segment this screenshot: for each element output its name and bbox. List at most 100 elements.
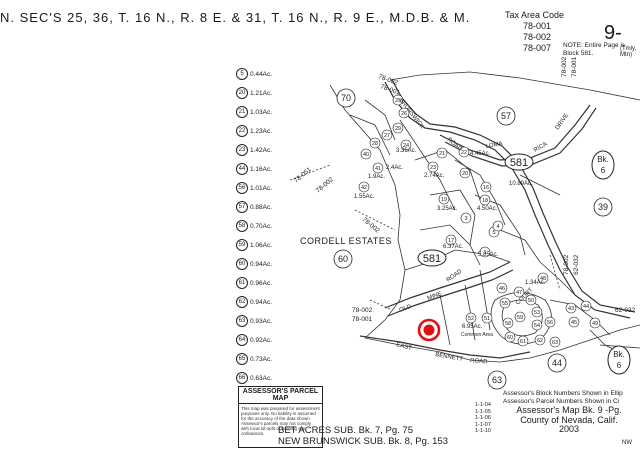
sheet-subtitle: (Tmly. Mtn) — [620, 46, 637, 58]
block-circle-44 — [547, 353, 567, 373]
map-text-label: 26 — [401, 111, 407, 117]
map-text-label: 49 — [592, 321, 598, 327]
map-text-label: 55 — [502, 301, 508, 307]
map-text-label: 78-051 — [293, 166, 313, 185]
map-text-label: 24 — [403, 143, 409, 149]
map-text-label: 10.89Ac. — [509, 181, 533, 187]
parcel-number-circle: 44 — [236, 163, 248, 175]
map-text-label: 44 — [583, 304, 589, 310]
map-text-label: 27 — [384, 133, 390, 139]
old-mine-road-line — [384, 261, 511, 309]
parcel-number-circle: 61 — [236, 277, 248, 289]
map-text-label: 6.95Ac. — [462, 324, 483, 330]
road-label-mine: MINE — [427, 291, 443, 302]
parcel-number-circle: 56 — [236, 182, 248, 194]
parcel-acreage: 0.94Ac. — [250, 298, 273, 306]
north-boundary — [389, 71, 640, 101]
map-text-label: 41 — [375, 166, 381, 172]
map-text-label: 78-002 — [561, 56, 568, 77]
tax-area-code-2: 78-002 — [523, 32, 552, 42]
map-text-label: 61 — [520, 339, 526, 345]
subdivision-2: NEW BRUNSWICK SUB. Bk. 8, Pg. 153 — [278, 436, 448, 447]
note-line-2: Block 581. — [563, 50, 594, 57]
subdivision-1: BET ACRES SUB. Bk. 7, Pg. 75 — [278, 425, 413, 436]
tax-area-code: Tax Area Code 78-001 78-002 78-007 — [505, 10, 625, 54]
road-label-east: EAST — [395, 342, 412, 352]
parcel-acreage: 0.93Ac. — [250, 317, 273, 325]
map-text-label: 1 — [483, 250, 486, 256]
block-circle-60 — [333, 249, 353, 269]
map-text-label: 78-001 — [352, 316, 373, 323]
map-text-label: 50 — [528, 298, 534, 304]
map-text-label: 3.35Ac. — [396, 148, 417, 154]
map-text-label: Common Area — [461, 332, 493, 338]
map-text-label: 4 — [496, 224, 499, 230]
block-581-a-label: 581 — [510, 157, 528, 169]
bk-a-num: 6 — [601, 166, 606, 175]
circle-39-label: 39 — [598, 202, 608, 212]
parcel-acreage: 0.96Ac. — [250, 279, 273, 287]
parcel-acreage: 1.01Ac. — [250, 184, 273, 192]
parcel-acreage: 1.06Ac. — [250, 241, 273, 249]
road-label-loma: LOMA — [485, 141, 503, 150]
revision-code: 1-1-05 — [475, 408, 491, 415]
map-text-label: 2.4Ac. — [386, 165, 403, 171]
map-text-label: 47 — [516, 290, 522, 296]
parcel-acreage: 0.44Ac. — [250, 70, 273, 78]
road-label-drive: DRIVE — [555, 113, 570, 131]
block-ellipse-bk6-a — [591, 150, 615, 180]
west-boundary — [329, 84, 406, 339]
block-581-b-label: 581 — [423, 253, 441, 265]
map-text-label: 62-032 — [615, 307, 636, 314]
subdivision-references: BET ACRES SUB. Bk. 7, Pg. 75 NEW BRUNSWI… — [278, 425, 448, 447]
tax-area-heading: Tax Area Code — [505, 10, 565, 20]
map-text-label: 17 — [448, 238, 454, 244]
road-label-bennett: BENNETT — [435, 352, 464, 363]
south-boundary — [364, 324, 640, 363]
map-text-label: 18 — [482, 198, 488, 204]
parcel-acreage: 1.21Ac. — [250, 89, 273, 97]
map-text-label: 1.34Ac. — [525, 280, 546, 286]
map-text-label: 22 — [461, 150, 467, 156]
map-text-label: 78-002 — [563, 254, 570, 275]
map-text-label: 60 — [507, 335, 513, 341]
parcel-number-circle: 59 — [236, 239, 248, 251]
map-text-label: 78-001 — [571, 56, 578, 77]
revision-code: 1-1-06 — [475, 415, 491, 421]
parcel-acreage: 1.42Ac. — [250, 146, 273, 154]
map-text-label: 5 — [492, 230, 495, 236]
map-text-label: 53 — [534, 310, 540, 316]
legend: Assessor's Block Numbers Shown in Ellip … — [503, 390, 623, 406]
bk-b-num: 6 — [617, 361, 622, 370]
map-text-label: 62 — [537, 338, 543, 344]
apm-box-title: ASSESSOR'S PARCEL MAP — [239, 387, 322, 404]
map-text-label: 25 — [395, 98, 401, 104]
map-text-label: 20 — [462, 171, 468, 177]
map-text-label: 1.9Ac. — [368, 174, 385, 180]
assessor-line-3: 2003 — [558, 424, 580, 434]
map-text-label: 5.85Ac. — [478, 252, 499, 258]
highlight-ring — [417, 318, 441, 342]
parcel-acreage: 0.73Ac. — [250, 355, 273, 363]
nw-label: NW — [622, 440, 632, 446]
circle-44-label: 44 — [552, 358, 562, 368]
map-text-label: 63 — [552, 340, 558, 346]
assessor-line-2: County of Nevada, Calif. — [520, 414, 618, 425]
map-text-label: 1.55Ac. — [354, 194, 375, 200]
map-text-label: 19 — [441, 197, 447, 203]
parcel-number-circle: 21 — [236, 106, 248, 118]
map-text-label: 2.74Ac. — [424, 173, 445, 179]
map-text-label: 78-001 — [379, 83, 401, 97]
map-text-label: 28 — [372, 141, 378, 147]
map-text-label: 52 — [468, 316, 474, 322]
